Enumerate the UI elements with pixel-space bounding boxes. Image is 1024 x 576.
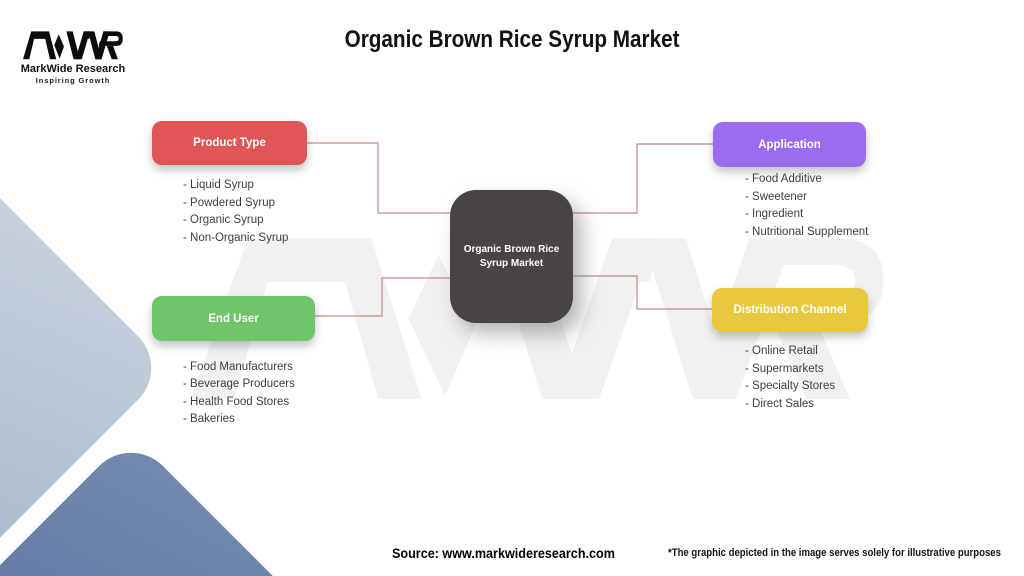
list-item: - Non-Organic Syrup [183, 231, 289, 244]
page-title: Organic Brown Rice Syrup Market [0, 26, 1024, 54]
list-item: - Powdered Syrup [183, 196, 276, 209]
segment-box-distribution-channel: Distribution Channel [712, 288, 868, 332]
segment-label-distribution-channel: Distribution Channel [733, 304, 847, 316]
segment-box-application: Application [713, 122, 866, 167]
logo-brand-name: MarkWide Research [20, 63, 126, 75]
light-diamond [0, 103, 152, 576]
connector-lines [307, 142, 713, 317]
list-item: - Direct Sales [745, 397, 815, 410]
list-item: - Online Retail [745, 345, 818, 357]
segment-items-application: - Food Additive - Sweetener - Ingredient - … [745, 171, 868, 241]
markwide-logo: MarkWide Research Inspiring Growth [20, 28, 126, 85]
center-node: Organic Brown Rice Syrup Market [450, 190, 573, 323]
corner-decoration [0, 103, 396, 576]
disclaimer-text: *The graphic depicted in the image serve… [668, 547, 1001, 559]
list-item: - Food Manufacturers [183, 360, 293, 373]
list-item: - Beverage Producers [183, 378, 295, 390]
page-title-text: Organic Brown Rice Syrup Market [344, 26, 680, 53]
list-item: - Organic Syrup [183, 214, 264, 226]
connector-application [573, 143, 713, 214]
segment-box-product-type: Product Type [152, 120, 307, 165]
segment-box-end-user: End User [152, 296, 315, 341]
list-item: - Nutritional Supplement [745, 225, 869, 238]
connector-product-type [307, 142, 450, 214]
segment-label-end-user: End User [208, 312, 259, 325]
segment-items-product-type: - Liquid Syrup - Powdered Syrup - Organic … [183, 177, 288, 247]
connector-end-user [315, 277, 450, 317]
list-item: - Sweetener [745, 190, 808, 203]
list-item: - Ingredient [745, 208, 804, 220]
list-item: - Liquid Syrup [183, 179, 254, 191]
list-item: - Bakeries [183, 413, 235, 425]
list-item: - Health Food Stores [183, 395, 290, 408]
list-item: - Specialty Stores [745, 380, 836, 392]
segment-label-application: Application [758, 138, 821, 151]
list-item: - Food Additive [745, 173, 822, 185]
segment-items-distribution-channel: - Online Retail - Supermarkets - Specialty… [745, 343, 835, 413]
source-text: Source: www.markwideresearch.com [392, 545, 615, 561]
connector-distribution-channel [573, 275, 712, 310]
center-node-label: Organic Brown Rice Syrup Market [463, 244, 560, 269]
segment-items-end-user: - Food Manufacturers - Beverage Producers… [183, 359, 295, 429]
logo-tagline: Inspiring Growth [35, 76, 111, 85]
segment-label-product-type: Product Type [193, 136, 266, 149]
list-item: - Supermarkets [745, 362, 824, 375]
